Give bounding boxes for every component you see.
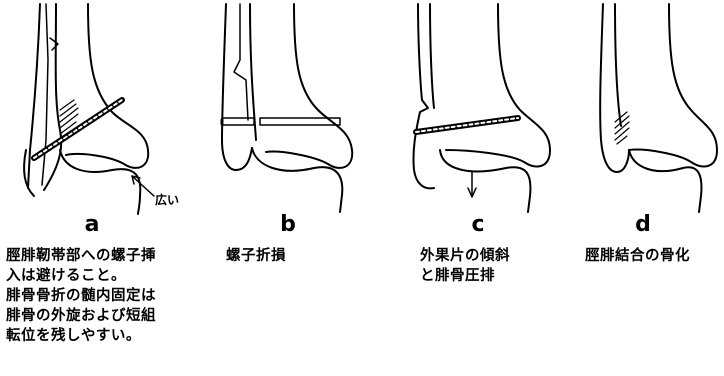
intramedullary-wire [42, 4, 48, 185]
panel-letter: c [458, 212, 498, 237]
panel-b: b 螺子折損 [210, 0, 390, 376]
tibia-outline [66, 4, 148, 168]
panel-b-drawing [210, 0, 390, 215]
broken-screw [222, 118, 340, 125]
talus-outline [252, 148, 342, 212]
panel-c-drawing [400, 0, 580, 215]
fibula-outline [222, 4, 252, 170]
ossification-hatch [615, 112, 629, 144]
panel-letter: d [623, 212, 663, 237]
panel-caption: 外果片の傾斜 と腓骨圧排 [420, 246, 580, 286]
talus-outline [60, 150, 140, 214]
panel-caption: 脛腓靭帯部への螺子挿 入は避けること。 腓骨骨折の髄内固定は 腓骨の外旋および短… [6, 246, 181, 346]
panel-caption: 螺子折損 [226, 246, 386, 266]
callout-label: 広い [155, 191, 179, 208]
tibia-outline [266, 4, 352, 168]
fibula-fracture-line [234, 4, 248, 120]
panel-a-drawing [0, 0, 180, 215]
talus-outline [629, 150, 701, 212]
panel-letter: a [72, 212, 112, 237]
fibula-inner-outline [250, 4, 256, 140]
screw [416, 118, 518, 132]
tibia-outline [629, 4, 717, 166]
callout-arrow [132, 176, 154, 196]
panel-c: c 外果片の傾斜 と腓骨圧排 [400, 0, 580, 376]
panel-caption: 脛腓結合の骨化 [585, 246, 724, 266]
panel-d-drawing [585, 0, 724, 215]
panel-d: d 脛腓結合の骨化 [585, 0, 724, 376]
panel-a: 広い a 脛腓靭帯部への螺子挿 入は避けること。 腓骨骨折の髄内固定は 腓骨の外… [0, 0, 180, 376]
fibula-inner-outline [430, 4, 434, 108]
fibula-inner-outline [615, 4, 621, 126]
panel-letter: b [268, 212, 308, 237]
tibia-outline [446, 4, 550, 166]
